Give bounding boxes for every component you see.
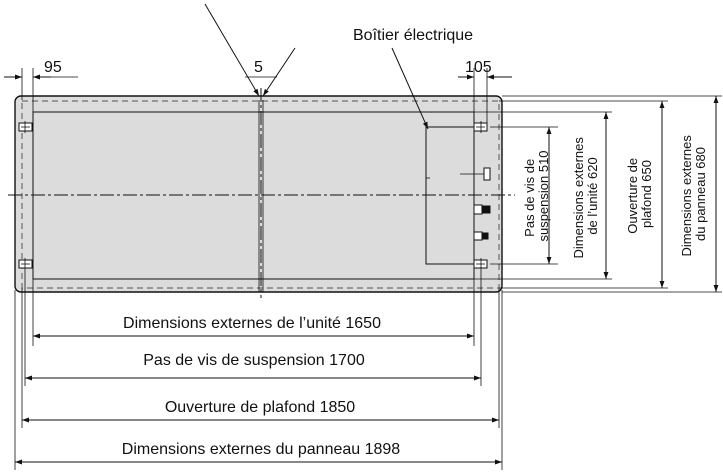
dim-1650-label: Dimensions externes de l’unité 1650 bbox=[123, 315, 381, 332]
dim-620-line2: de l’unité 620 bbox=[585, 157, 600, 234]
dim-510-line1: Pas de vis de bbox=[522, 159, 537, 237]
dim-1700-label: Pas de vis de suspension 1700 bbox=[143, 352, 365, 369]
dim-1850-label: Ouverture de plafond 1850 bbox=[165, 399, 355, 416]
dim-5-label: 5 bbox=[254, 59, 263, 76]
dim-1898-label: Dimensions externes du panneau 1898 bbox=[122, 441, 401, 458]
dim-510-line2: suspension 510 bbox=[536, 150, 551, 241]
pipe-connector-gas bbox=[473, 204, 491, 215]
electrical-box-outline bbox=[425, 126, 475, 265]
suspension-bracket-bottom-right bbox=[473, 258, 488, 270]
dim-650-line2: plafond 650 bbox=[639, 160, 654, 228]
suspension-bracket-top-left bbox=[18, 121, 33, 133]
dim-5-pointer-right bbox=[262, 47, 296, 97]
suspension-bracket-bottom-left bbox=[18, 258, 33, 270]
dim-650-label: Ouverture de plafond 650 bbox=[625, 154, 654, 234]
electrical-box-label: Boîtier électrique bbox=[353, 27, 473, 44]
electrical-box-leader bbox=[391, 47, 429, 130]
dim-510-label: Pas de vis de suspension 510 bbox=[522, 150, 551, 241]
dim-95-label: 95 bbox=[44, 59, 62, 76]
dim-5-pointer-left bbox=[204, 3, 260, 97]
dim-680-label: Dimensions externes du panneau 680 bbox=[679, 131, 708, 256]
pipe-connector-small bbox=[460, 167, 491, 181]
dim-680-line1: Dimensions externes bbox=[679, 135, 694, 257]
dim-620-label: Dimensions externes de l’unité 620 bbox=[571, 133, 600, 258]
dim-105-label: 105 bbox=[465, 59, 492, 76]
suspension-bracket-top-right bbox=[473, 121, 488, 133]
pipe-connector-liquid bbox=[473, 231, 489, 241]
dim-680-line2: du panneau 680 bbox=[693, 147, 708, 241]
dim-650-line1: Ouverture de bbox=[625, 158, 640, 234]
dim-620-line1: Dimensions externes bbox=[571, 137, 586, 259]
